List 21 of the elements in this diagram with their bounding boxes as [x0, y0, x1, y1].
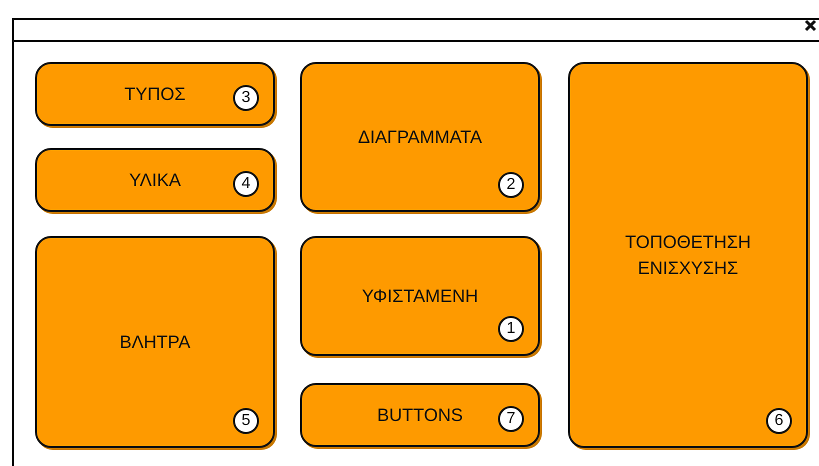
panel-title: ΒΛΗΤΡΑ [120, 330, 190, 354]
callout-number: 6 [766, 408, 792, 434]
panel-box [35, 148, 275, 212]
panel-title: ΤΟΠΟΘΕΤΗΣΗ ΕΝΙΣΧΥΣΗΣ [624, 230, 752, 280]
panel-box [300, 236, 540, 356]
panel-box [300, 383, 540, 447]
panel-box [300, 62, 540, 212]
panel-title: ΤΥΠΟΣ [124, 82, 186, 106]
callout-number: 7 [498, 406, 524, 432]
panel-box [35, 62, 275, 126]
panel-title: BUTTONS [377, 404, 463, 427]
panel-title: ΔΙΑΓΡΑΜΜΑΤΑ [358, 126, 482, 149]
callout-number: 3 [233, 85, 259, 111]
panel-title: ΥΦΙΣΤΑΜΕΝΗ [362, 284, 478, 308]
panel-title: ΥΛΙΚΑ [129, 168, 181, 192]
callout-number: 2 [498, 172, 524, 198]
panel-box [568, 62, 808, 448]
callout-number: 5 [233, 408, 259, 434]
callout-number: 1 [498, 316, 524, 342]
panel-box [35, 236, 275, 448]
callout-number: 4 [233, 171, 259, 197]
